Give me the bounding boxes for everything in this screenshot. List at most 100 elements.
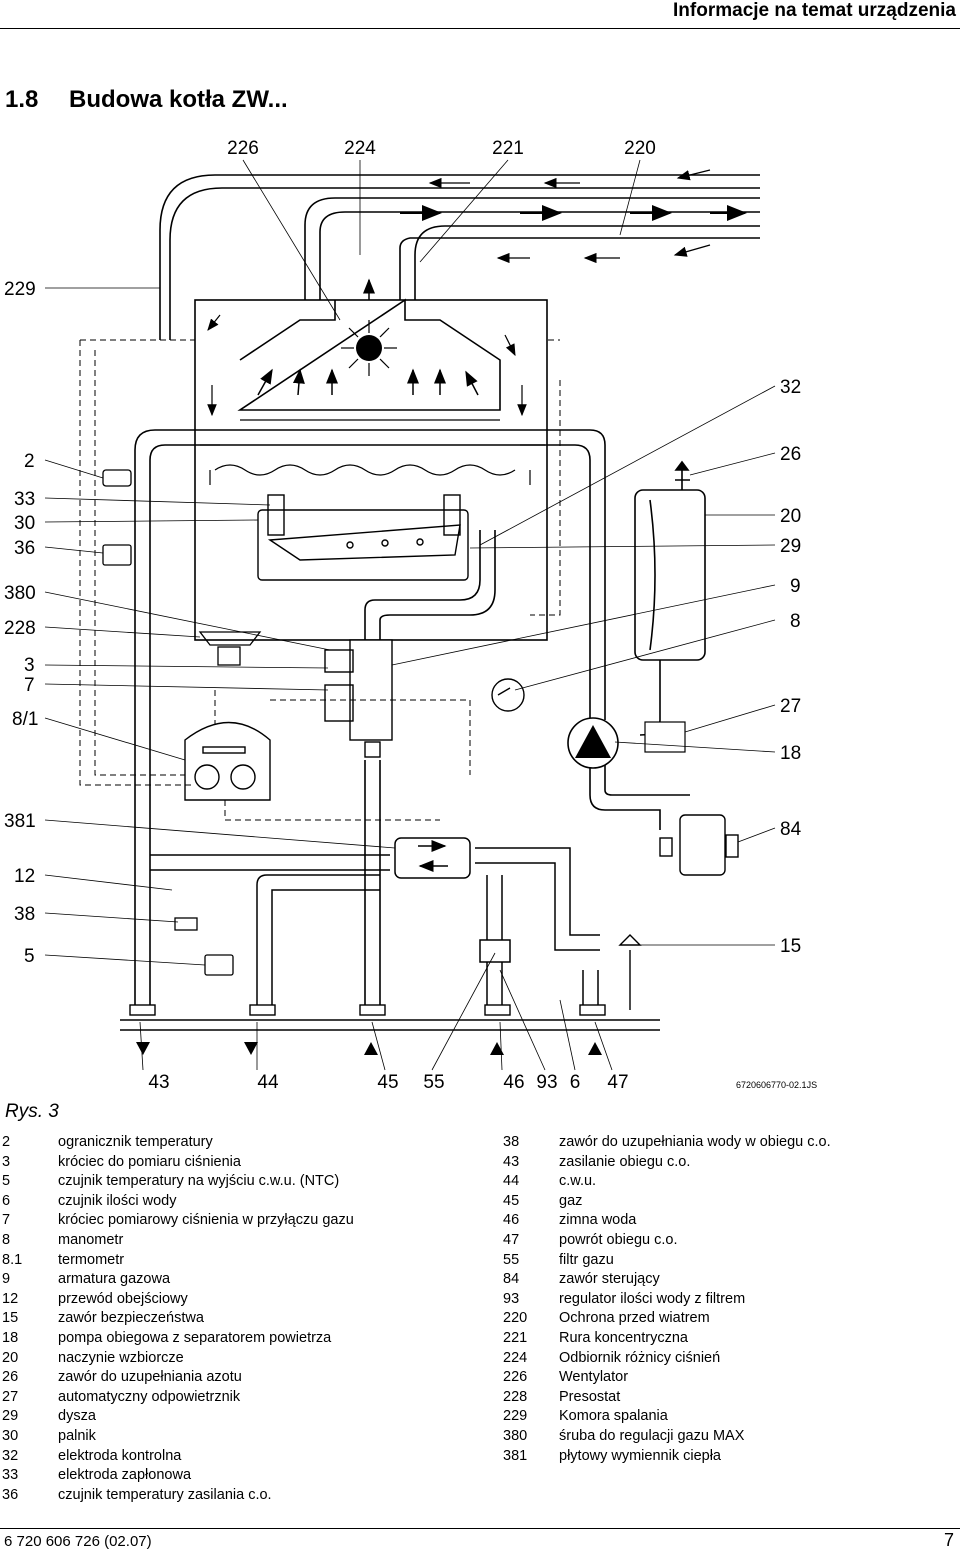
label-27: 27 xyxy=(780,696,801,717)
label-8: 8 xyxy=(790,611,801,632)
legend-text: zawór do uzupełniania azotu xyxy=(58,1369,242,1386)
legend-code: 20 xyxy=(2,1349,19,1366)
label-30: 30 xyxy=(14,513,35,534)
legend-code: 29 xyxy=(2,1408,19,1425)
label-43: 43 xyxy=(148,1072,169,1093)
drawing-id: 6720606770-02.1JS xyxy=(736,1080,817,1090)
legend-text: czujnik temperatury na wyjściu c.w.u. (N… xyxy=(58,1173,340,1190)
legend-code: 45 xyxy=(503,1192,520,1209)
presostat xyxy=(198,631,262,666)
legend-text: króciec do pomiaru ciśnienia xyxy=(58,1153,241,1170)
legend-item: 5 czujnik temperatury na wyjściu c.w.u. (… xyxy=(2,1172,354,1192)
label-38: 38 xyxy=(14,904,35,925)
legend-text: zasilanie obiegu c.o. xyxy=(559,1153,691,1170)
legend-text: palnik xyxy=(58,1427,96,1444)
legend-text: Odbiornik różnicy ciśnień xyxy=(559,1349,721,1366)
flue-duct xyxy=(159,174,760,340)
label-93: 93 xyxy=(536,1072,557,1093)
legend-code: 36 xyxy=(2,1486,19,1503)
label-226: 226 xyxy=(227,138,259,159)
legend-item: 55 filtr gazu xyxy=(503,1251,831,1271)
legend-code: 38 xyxy=(503,1134,520,1150)
legend-text: zawór bezpieczeństwa xyxy=(58,1310,204,1327)
label-224: 224 xyxy=(344,138,376,159)
label-228: 228 xyxy=(4,618,36,639)
label-26: 26 xyxy=(780,444,801,465)
legend-code: 84 xyxy=(503,1271,520,1288)
legend-text: ogranicznik temperatury xyxy=(58,1134,213,1150)
label-221: 221 xyxy=(492,138,524,159)
legend-text: naczynie wzbiorcze xyxy=(58,1349,184,1366)
legend-item: 29 dysza xyxy=(2,1407,354,1427)
label-20: 20 xyxy=(780,506,801,527)
label-7: 7 xyxy=(24,675,35,696)
legend-code: 44 xyxy=(503,1173,520,1190)
legend-text: króciec pomiarowy ciśnienia w przyłączu … xyxy=(58,1212,354,1229)
legend-item: 45 gaz xyxy=(503,1192,831,1212)
legend-text: gaz xyxy=(559,1192,583,1209)
legend-code: 7 xyxy=(2,1212,11,1229)
heating-pipes xyxy=(134,429,690,1005)
connection-arrows xyxy=(136,1042,602,1055)
legend-code: 32 xyxy=(2,1447,19,1464)
control-valve xyxy=(659,814,739,876)
legend-code: 8 xyxy=(2,1231,11,1248)
legend-text: przewód obejściowy xyxy=(58,1290,188,1307)
figure-caption: Rys. 3 xyxy=(5,1101,59,1122)
flow-arrow-icon xyxy=(207,314,527,417)
legend-text: filtr gazu xyxy=(559,1251,614,1268)
legend-item: 7 króciec pomiarowy ciśnienia w przyłączu… xyxy=(2,1211,354,1231)
legend-code: 5 xyxy=(2,1173,11,1190)
legend-text: płytowy wymiennik ciepła xyxy=(559,1447,721,1464)
legend-text: Presostat xyxy=(559,1388,621,1405)
label-229: 229 xyxy=(4,279,36,300)
legend-code: 6 xyxy=(2,1192,11,1209)
flow-arrow-icon xyxy=(418,840,448,872)
legend-text: Ochrona przed wiatrem xyxy=(559,1310,710,1327)
legend-item: 18 pompa obiegowa z separatorem powietrza xyxy=(2,1329,354,1349)
footer-page-number: 7 xyxy=(943,1530,954,1550)
legend-code: 229 xyxy=(503,1408,528,1425)
legend-code: 18 xyxy=(2,1329,19,1346)
header-rule xyxy=(0,28,960,29)
legend-text: automatyczny odpowietrznik xyxy=(58,1388,241,1405)
gas-valve-icon xyxy=(324,639,393,758)
legend-text: pompa obiegowa z separatorem powietrza xyxy=(58,1329,332,1346)
boiler-diagram: 226 224 221 220 229 2 33 30 36 380 228 3… xyxy=(4,138,817,1093)
sensors xyxy=(102,469,234,976)
legend-text: armatura gazowa xyxy=(58,1271,171,1288)
legend-code: 8.1 xyxy=(2,1251,23,1268)
plate-heat-exchanger xyxy=(150,837,600,1005)
legend-text: Rura koncentryczna xyxy=(559,1329,688,1346)
pump-icon xyxy=(567,717,686,769)
legend-code: 55 xyxy=(503,1251,520,1268)
legend-code: 47 xyxy=(503,1231,520,1248)
legend-code: 15 xyxy=(2,1310,19,1327)
legend-item: 20 naczynie wzbiorcze xyxy=(2,1349,354,1369)
footer-doc-id: 6 720 606 726 (02.07) xyxy=(4,1533,152,1550)
label-36: 36 xyxy=(14,538,35,559)
legend-text: dysza xyxy=(58,1408,96,1425)
legend-text: zawór sterujący xyxy=(559,1271,660,1288)
label-220: 220 xyxy=(624,138,656,159)
connections-base xyxy=(120,1004,660,1031)
legend-text: Wentylator xyxy=(559,1369,629,1386)
label-8-1: 8/1 xyxy=(12,709,38,730)
legend-text: zimna woda xyxy=(559,1212,637,1229)
label-84: 84 xyxy=(780,819,802,840)
label-9: 9 xyxy=(790,576,801,597)
flow-arrow-icon xyxy=(257,278,479,396)
